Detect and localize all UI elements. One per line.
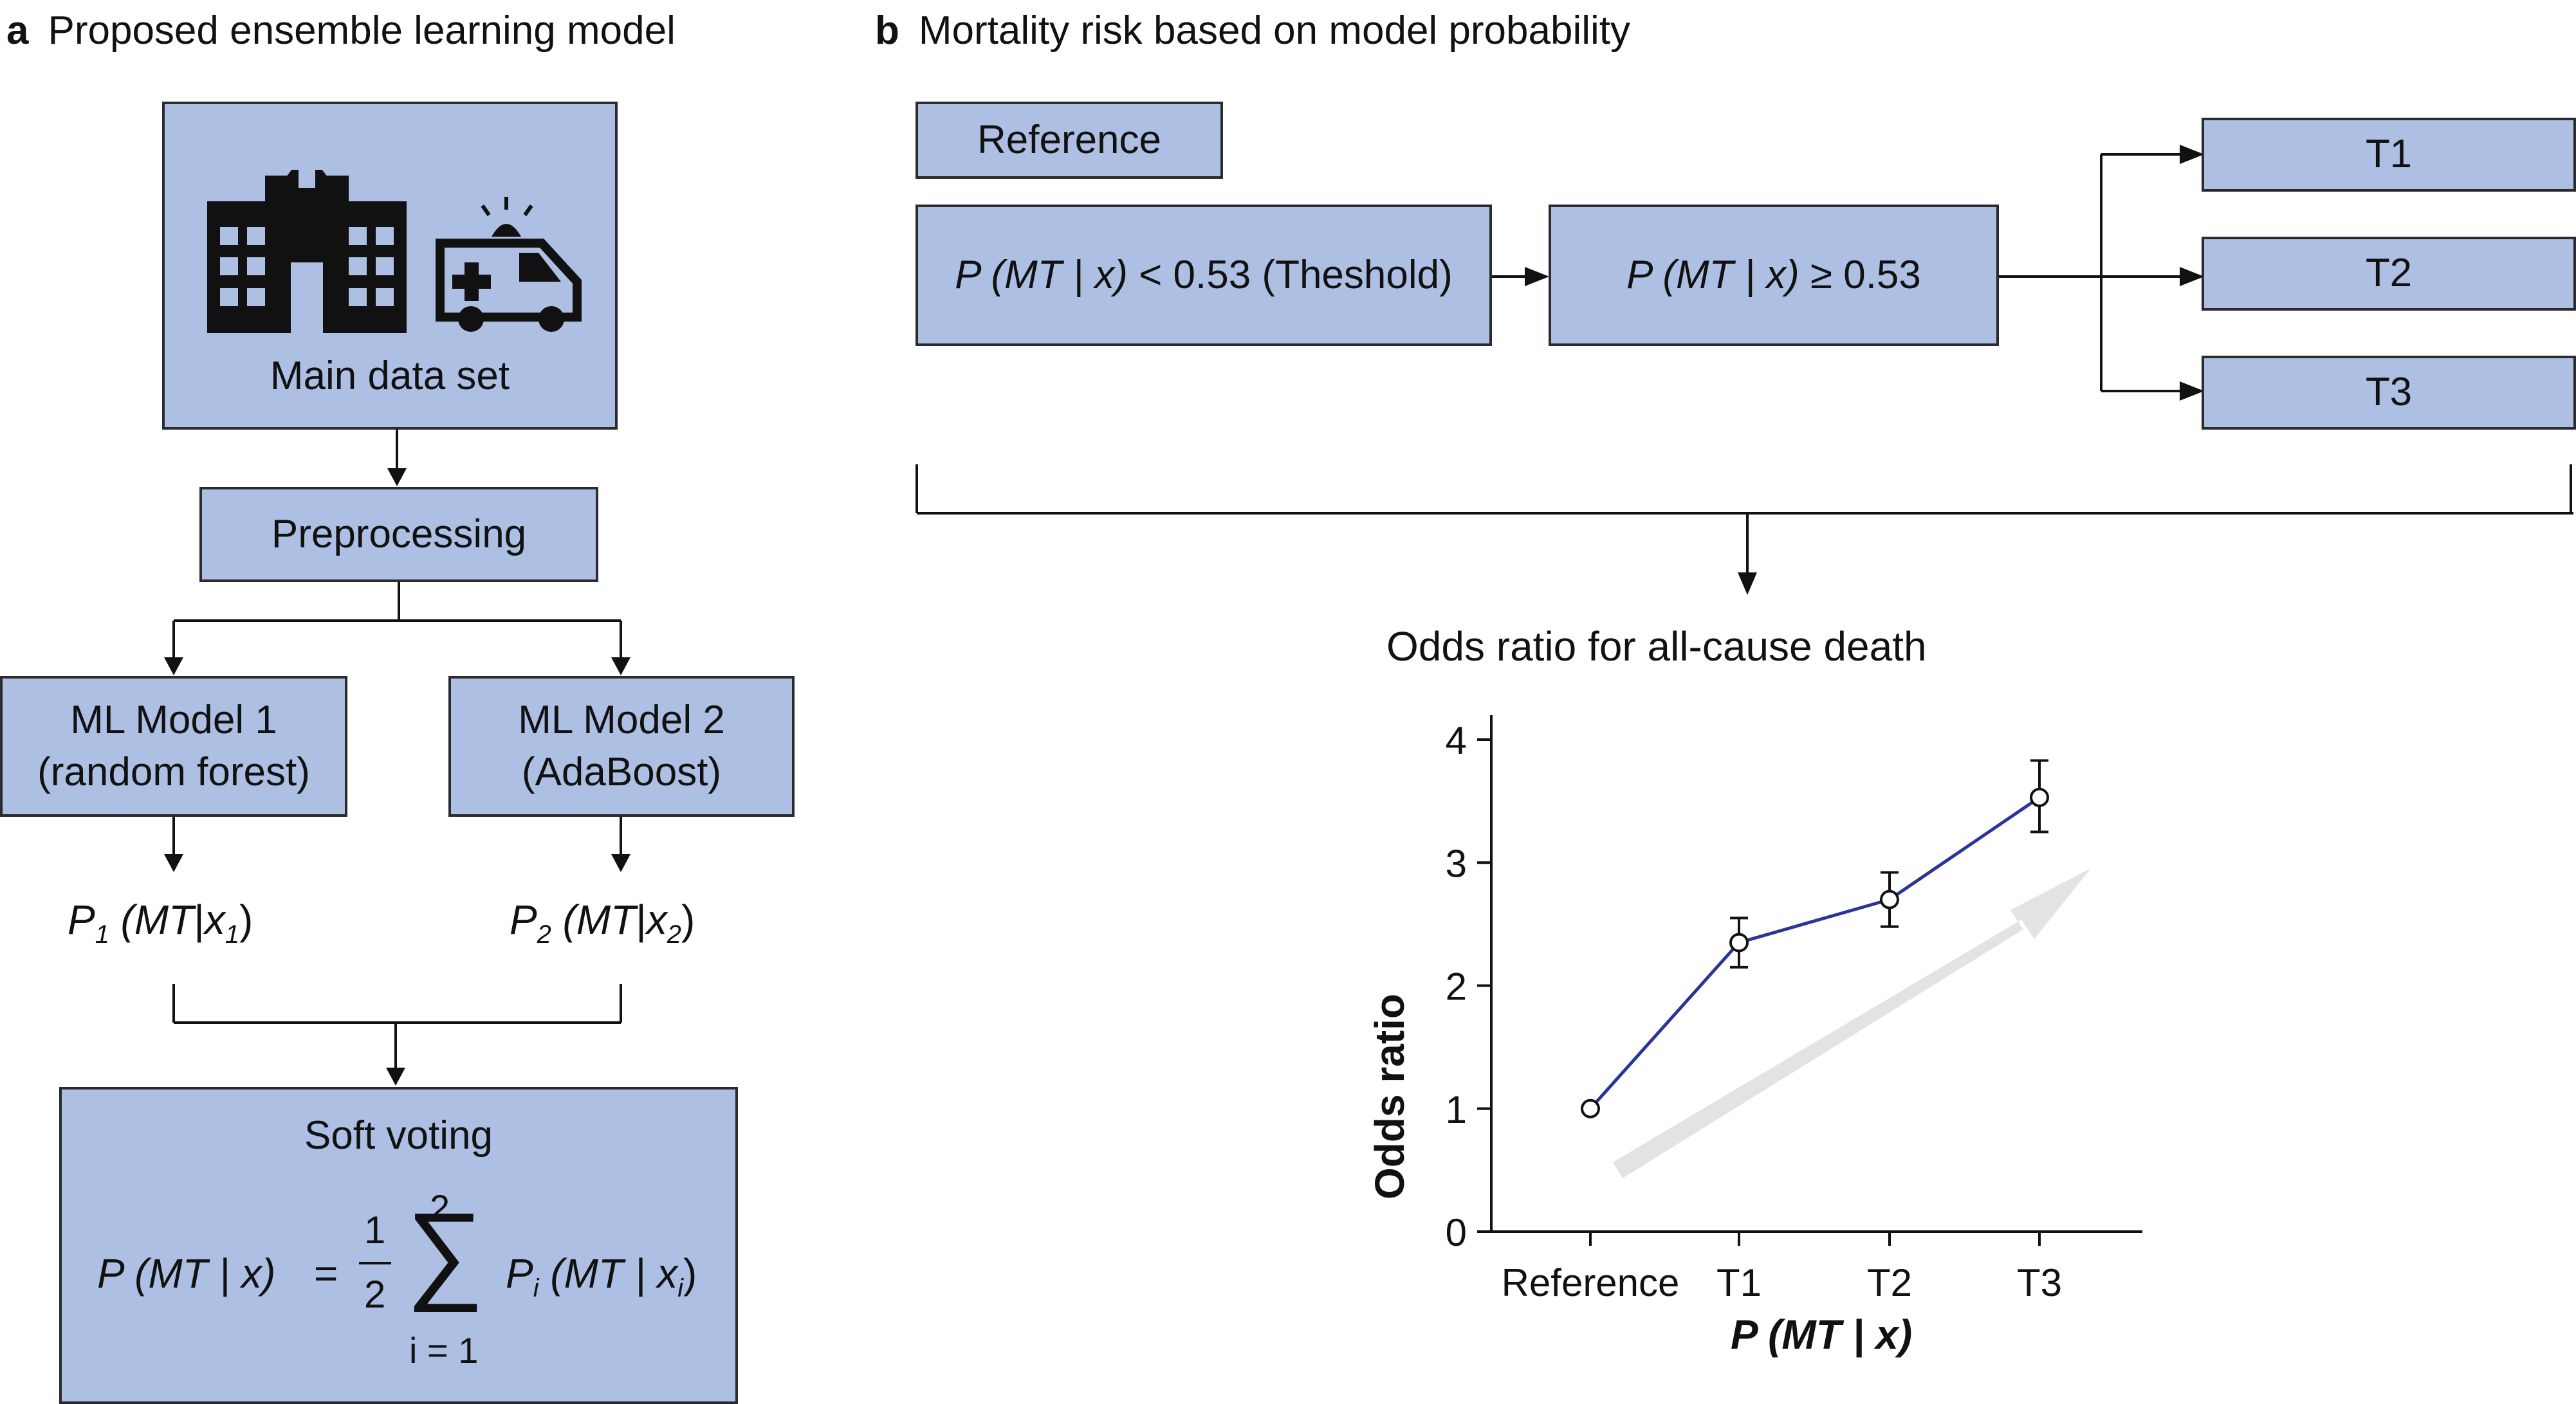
chart-y-axis-label: Odds ratio <box>1366 993 1413 1200</box>
panel-b-title: b Mortality risk based on model probabili… <box>875 8 1630 53</box>
reference-label: Reference <box>977 117 1162 162</box>
chart-x-axis-label: P (MT | x) <box>1731 1311 1913 1358</box>
x-tick-label: T2 <box>1867 1261 1912 1304</box>
sum-upper-limit: 2 <box>430 1187 450 1228</box>
fraction-numerator: 1 <box>364 1208 386 1252</box>
soft-voting-equals: = <box>314 1250 338 1297</box>
soft-voting-box: Soft voting P (MT | x) = 1 2 2 ∑ i = 1 P… <box>59 1087 738 1404</box>
odds-ratio-line <box>1589 796 2041 1110</box>
above-threshold-label: P (MT | x) ≥ 0.53 <box>1626 252 1921 297</box>
x-tick-label: T1 <box>1716 1261 1762 1304</box>
ml-model-1-line2: (random forest) <box>37 749 310 794</box>
p1-expression: P1 (MT|x1) <box>68 897 253 949</box>
above-threshold-box: P (MT | x) ≥ 0.53 <box>1549 205 1999 346</box>
y-tick-label: 2 <box>1446 965 1467 1008</box>
threshold-box: P (MT | x) < 0.53 (Theshold) <box>915 205 1492 346</box>
y-tick-label: 4 <box>1446 719 1467 762</box>
preprocessing-box: Preprocessing <box>199 487 598 582</box>
data-point <box>1581 1099 1600 1118</box>
odds-ratio-title: Odds ratio for all-cause death <box>1386 623 1927 670</box>
y-tick-label: 3 <box>1446 842 1467 885</box>
data-point <box>1880 889 1899 909</box>
tier-t3-box: T3 <box>2202 356 2576 430</box>
ml-model-1-box: ML Model 1 (random forest) <box>0 676 347 817</box>
main-data-set-label: Main data set <box>270 354 510 399</box>
ml-model-2-line2: (AdaBoost) <box>521 749 722 794</box>
soft-voting-rhs: Pi (MT | xi) <box>506 1250 697 1302</box>
y-tick-label: 1 <box>1446 1088 1467 1131</box>
tier-t1-label: T1 <box>2365 132 2413 177</box>
hospital-icon <box>207 135 407 333</box>
data-point <box>1729 933 1749 953</box>
fraction-denominator: 2 <box>364 1273 386 1316</box>
tier-t1-box: T1 <box>2202 118 2576 192</box>
data-point <box>2030 787 2049 807</box>
reference-box: Reference <box>915 102 1223 179</box>
p2-expression: P2 (MT|x2) <box>510 897 695 949</box>
ml-model-2-box: ML Model 2 (AdaBoost) <box>448 676 795 817</box>
ambulance-icon <box>436 197 582 332</box>
ml-model-1-line1: ML Model 1 <box>70 697 277 742</box>
trend-arrow <box>1613 868 2091 1178</box>
tier-t3-label: T3 <box>2365 370 2413 415</box>
panel-b-letter: b <box>875 8 899 53</box>
sum-lower-limit: i = 1 <box>409 1330 479 1371</box>
panel-b-title-text: Mortality risk based on model probabilit… <box>918 8 1631 53</box>
soft-voting-title: Soft voting <box>304 1113 493 1158</box>
x-tick-label: Reference <box>1502 1261 1680 1304</box>
ml-model-2-line1: ML Model 2 <box>518 697 725 742</box>
x-tick-label: T3 <box>2017 1261 2062 1304</box>
panel-a-letter: a <box>6 8 29 53</box>
y-tick-label: 0 <box>1446 1211 1467 1254</box>
sum-symbol: ∑ <box>406 1190 484 1313</box>
soft-voting-lhs: P (MT | x) <box>97 1250 276 1297</box>
tier-t2-box: T2 <box>2202 237 2576 311</box>
panel-a-title: a Proposed ensemble learning model <box>6 8 676 53</box>
threshold-label: P (MT | x) < 0.53 (Theshold) <box>955 252 1453 297</box>
preprocessing-label: Preprocessing <box>271 511 527 556</box>
tier-t2-label: T2 <box>2365 251 2413 296</box>
panel-a-title-text: Proposed ensemble learning model <box>48 8 676 53</box>
fraction-bar <box>359 1262 391 1264</box>
